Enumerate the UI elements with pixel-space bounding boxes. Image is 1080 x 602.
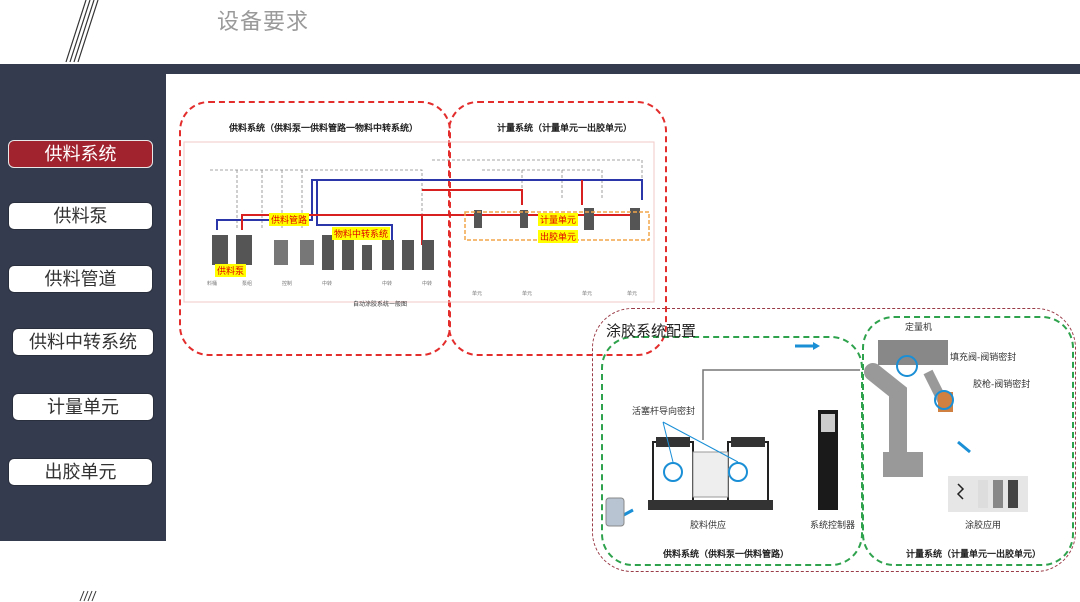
metering-system-boundary [448, 101, 667, 356]
svg-text:单元: 单元 [522, 290, 532, 297]
header-slash-decoration [65, 0, 99, 63]
supply-system-caption: 供料系统（供料泵一供料管路一物料中转系统） [229, 124, 419, 134]
header-bar [0, 64, 1080, 74]
svg-text:单元: 单元 [472, 290, 482, 297]
label-material-supply: 胶料供应 [690, 521, 727, 531]
svg-text:单元: 单元 [627, 290, 637, 297]
metering-system-caption: 计量系统（计量单元一出胶单元） [497, 124, 633, 134]
label-dispensing-unit: 出胶单元 [538, 230, 579, 243]
footer-slash-decoration [79, 590, 97, 602]
supply-schematic: 料桶 泵组 控制 中转 中转 中转 单元 单元 单元 单元 [183, 141, 655, 303]
page-title: 设备要求 [217, 10, 310, 35]
config-supply-caption: 供料系统（供料泵一供料管路） [663, 550, 790, 560]
sidebar-item-dispensing-unit[interactable]: 出胶单元 [8, 458, 153, 486]
sidebar-item-metering-unit[interactable]: 计量单元 [12, 393, 154, 421]
label-piston-seal: 活塞杆导向密封 [632, 407, 696, 417]
svg-text:中转: 中转 [322, 280, 332, 287]
svg-text:单元: 单元 [582, 290, 592, 297]
sidebar-item-supply-system[interactable]: 供料系统 [8, 140, 153, 168]
label-transfer-system: 物料中转系统 [332, 227, 391, 240]
sidebar-item-supply-pipeline[interactable]: 供料管道 [8, 265, 153, 293]
label-pump: 供料泵 [215, 264, 247, 277]
config-boundary [592, 308, 1076, 572]
label-controller: 系统控制器 [810, 521, 856, 531]
svg-text:中转: 中转 [422, 280, 432, 287]
supply-system-boundary [179, 101, 451, 356]
label-gun: 胶枪-阀销密封 [973, 380, 1031, 390]
sidebar: 供料系统 供料泵 供料管道 供料中转系统 计量单元 出胶单元 [0, 74, 166, 541]
label-fill-valve: 填充阀-阀销密封 [950, 353, 1017, 363]
label-application: 涂胶应用 [965, 521, 1002, 531]
config-metering-caption: 计量系统（计量单元一出胶单元） [906, 550, 1042, 560]
schematic-caption: 自动涂胶系统一般图 [353, 301, 408, 308]
svg-text:料桶: 料桶 [207, 280, 217, 287]
svg-text:泵组: 泵组 [242, 280, 252, 287]
svg-text:控制: 控制 [282, 280, 292, 287]
config-title: 涂胶系统配置 [606, 322, 697, 340]
config-illustration [605, 340, 1028, 527]
sidebar-item-transfer-system[interactable]: 供料中转系统 [12, 328, 154, 356]
config-metering-boundary [862, 316, 1074, 566]
label-doser: 定量机 [905, 323, 933, 333]
label-pipeline: 供料管路 [269, 213, 310, 226]
svg-text:中转: 中转 [382, 280, 392, 287]
sidebar-item-supply-pump[interactable]: 供料泵 [8, 202, 153, 230]
label-metering-unit: 计量单元 [538, 213, 579, 226]
